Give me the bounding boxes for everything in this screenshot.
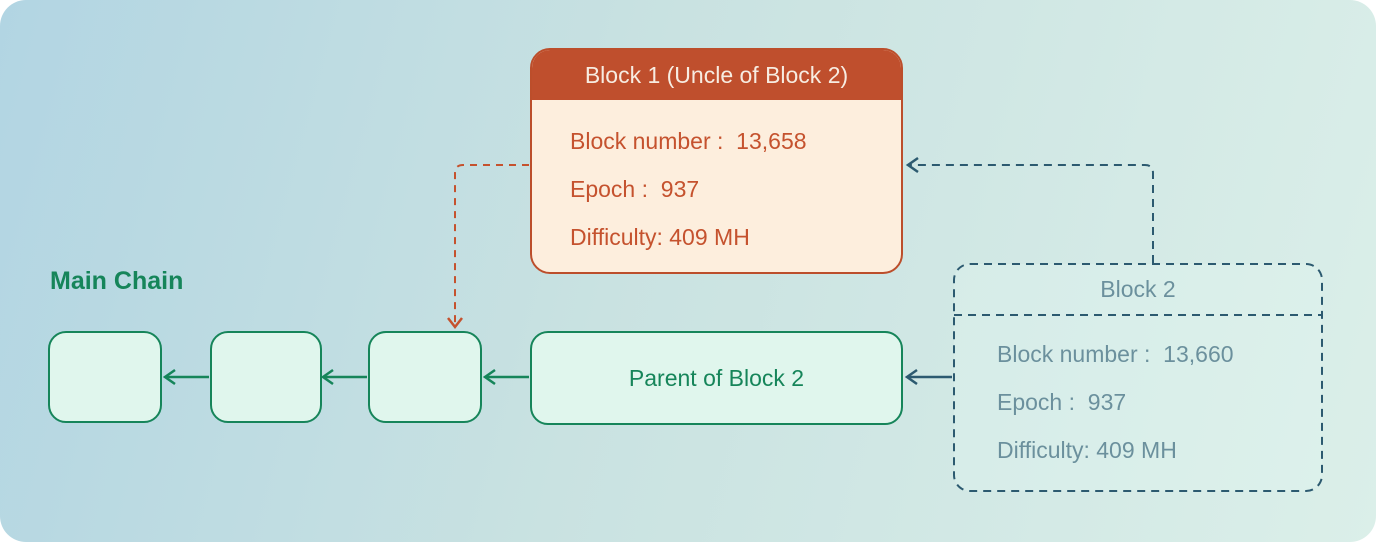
block2-body: Block number : 13,660 Epoch : 937 Diffic… <box>953 315 1323 474</box>
uncle-block-card: Block 1 (Uncle of Block 2) Block number … <box>530 48 903 274</box>
block2-difficulty-field: Difficulty: 409 MH <box>997 437 1177 463</box>
block2-card: Block 2 Block number : 13,660 Epoch : 93… <box>953 263 1323 492</box>
chain-arrow-3 <box>482 368 529 386</box>
chain-arrow-1 <box>162 368 209 386</box>
chain-block-3 <box>368 331 482 423</box>
block2-epoch-field: Epoch : 937 <box>997 389 1127 415</box>
uncle-block-title: Block 1 (Uncle of Block 2) <box>532 50 901 100</box>
uncle-block-number-field: Block number : 13,658 <box>570 128 807 154</box>
uncle-block-body: Block number : 13,658 Epoch : 937 Diffic… <box>532 100 901 261</box>
block2-to-uncle-dashed-arrow <box>905 156 1154 263</box>
block2-to-parent-arrow <box>904 368 952 386</box>
chain-arrowhead-1-icon <box>162 368 176 386</box>
uncle-to-chain-dashed-arrow <box>447 164 529 330</box>
chain-arrowhead-2-icon <box>320 368 334 386</box>
block2-to-parent-arrowhead-icon <box>904 368 918 386</box>
main-chain-label: Main Chain <box>50 267 184 295</box>
uncle-difficulty-field: Difficulty: 409 MH <box>570 224 750 250</box>
chain-arrow-2 <box>320 368 367 386</box>
parent-block: Parent of Block 2 <box>530 331 903 425</box>
uncle-epoch-field: Epoch : 937 <box>570 176 700 202</box>
chain-block-1 <box>48 331 162 423</box>
block2-block-number-field: Block number : 13,660 <box>997 341 1234 367</box>
uncle-to-chain-arrowhead-icon <box>447 317 463 330</box>
parent-block-label: Parent of Block 2 <box>628 364 805 391</box>
chain-arrowhead-3-icon <box>482 368 496 386</box>
block2-to-uncle-arrowhead-icon <box>905 156 919 174</box>
chain-block-2 <box>210 331 322 423</box>
block2-title: Block 2 <box>1100 275 1176 302</box>
